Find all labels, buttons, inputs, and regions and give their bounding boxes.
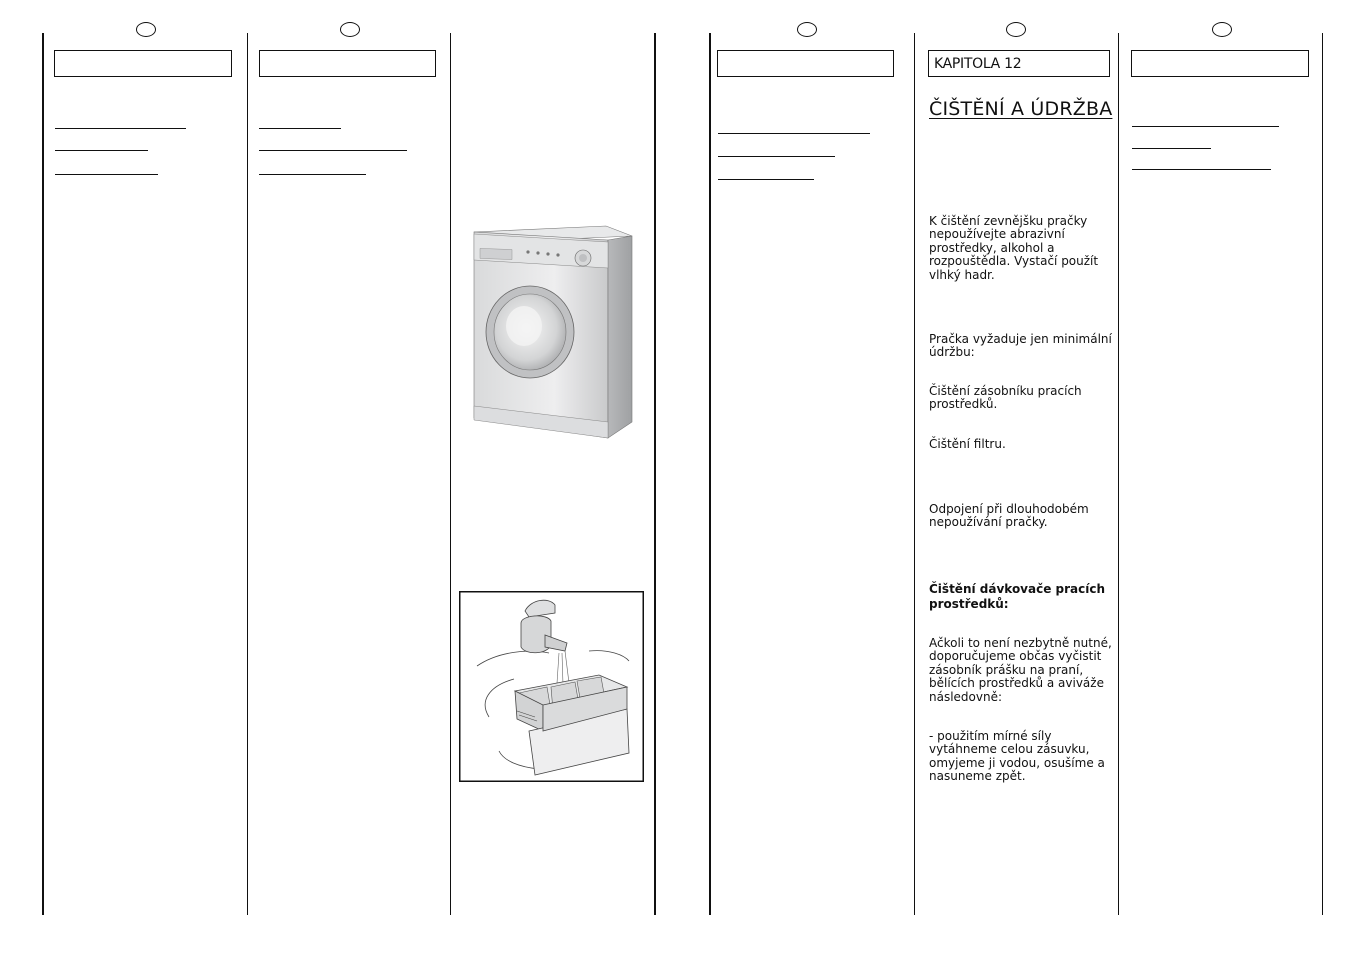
title-line xyxy=(718,156,835,157)
column-rule xyxy=(709,33,711,915)
paragraph-maintenance-intro: Pračka vyžaduje jen minimální údržbu: xyxy=(929,332,1112,360)
title-line xyxy=(259,128,341,129)
dispenser-rinse-illustration xyxy=(459,591,644,782)
title-line xyxy=(718,179,814,180)
language-flag-icon xyxy=(340,22,360,37)
column-rule xyxy=(914,33,915,915)
column-rule xyxy=(450,33,451,915)
title-line xyxy=(1132,169,1271,170)
title-line xyxy=(718,133,870,134)
language-flag-icon xyxy=(136,22,156,37)
title-line xyxy=(55,150,148,151)
paragraph-dispenser-body: Ačkoli to není nezbytně nutné, doporučuj… xyxy=(929,636,1112,704)
column-rule xyxy=(1118,33,1119,915)
paragraph-dispenser-steps: - použitím mírné síly vytáhneme celou zá… xyxy=(929,729,1105,784)
chapter-header-box xyxy=(54,50,232,77)
paragraph-exterior: K čištění zevnějšku pračky nepoužívejte … xyxy=(929,214,1099,282)
title-line xyxy=(55,174,158,175)
column-rule xyxy=(247,33,248,915)
title-line xyxy=(1132,148,1211,149)
title-line xyxy=(259,150,407,151)
title-line xyxy=(259,174,366,175)
title-line xyxy=(55,128,186,129)
chapter-header-box xyxy=(928,50,1110,77)
language-flag-icon xyxy=(1006,22,1026,37)
chapter-header-box xyxy=(259,50,436,77)
chapter-header-box xyxy=(717,50,894,77)
column-rule xyxy=(654,33,656,915)
list-item: Čištění zásobníku pracích prostředků. xyxy=(929,384,1082,412)
title-line xyxy=(1132,126,1279,127)
column-rule xyxy=(42,33,44,915)
chapter-header-box xyxy=(1131,50,1309,77)
subheading-dispenser: Čištění dávkovače pracích prostředků: xyxy=(929,582,1106,611)
column-rule xyxy=(1322,33,1323,915)
section-title: ČIŠTĚNÍ A ÚDRŽBA xyxy=(929,98,1113,120)
chapter-label: KAPITOLA 12 xyxy=(934,56,1022,72)
language-flag-icon xyxy=(1212,22,1232,37)
list-item: Čištění filtru. xyxy=(929,437,1006,451)
list-item: Odpojení při dlouhodobém nepoužívání pra… xyxy=(929,502,1089,530)
washing-machine-illustration xyxy=(473,225,633,439)
language-flag-icon xyxy=(797,22,817,37)
